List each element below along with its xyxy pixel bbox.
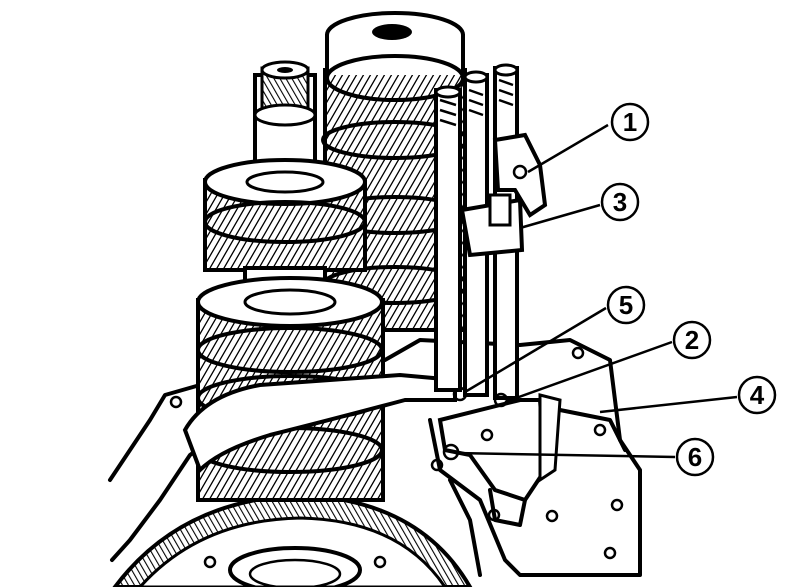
- callout-4: 4: [737, 375, 777, 415]
- callout-6: 6: [675, 437, 715, 477]
- svg-text:2: 2: [685, 325, 699, 355]
- svg-text:1: 1: [623, 107, 637, 137]
- selector-rods: [434, 63, 562, 527]
- callout-1: 1: [610, 102, 650, 142]
- svg-text:3: 3: [613, 187, 627, 217]
- callout-5: 5: [606, 285, 646, 325]
- svg-text:4: 4: [750, 380, 765, 410]
- svg-text:5: 5: [619, 290, 633, 320]
- leader-lines: [454, 123, 738, 459]
- callout-3: 3: [600, 182, 640, 222]
- ring-gear: [112, 492, 473, 587]
- svg-text:6: 6: [688, 442, 702, 472]
- callout-2: 2: [672, 320, 712, 360]
